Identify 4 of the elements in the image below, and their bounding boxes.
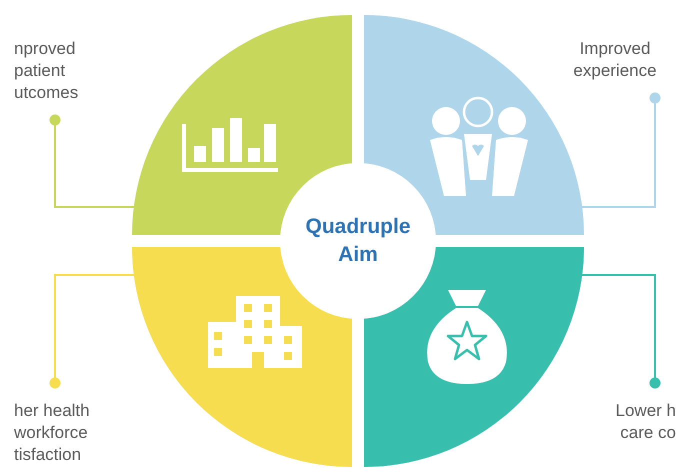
outcome-label: nproved patient utcomes xyxy=(14,38,124,104)
outcome-label: Lower h care co xyxy=(578,400,676,444)
outcome-label: Improved experience xyxy=(556,38,674,82)
outcome-label: her health workforce tisfaction xyxy=(14,400,144,466)
